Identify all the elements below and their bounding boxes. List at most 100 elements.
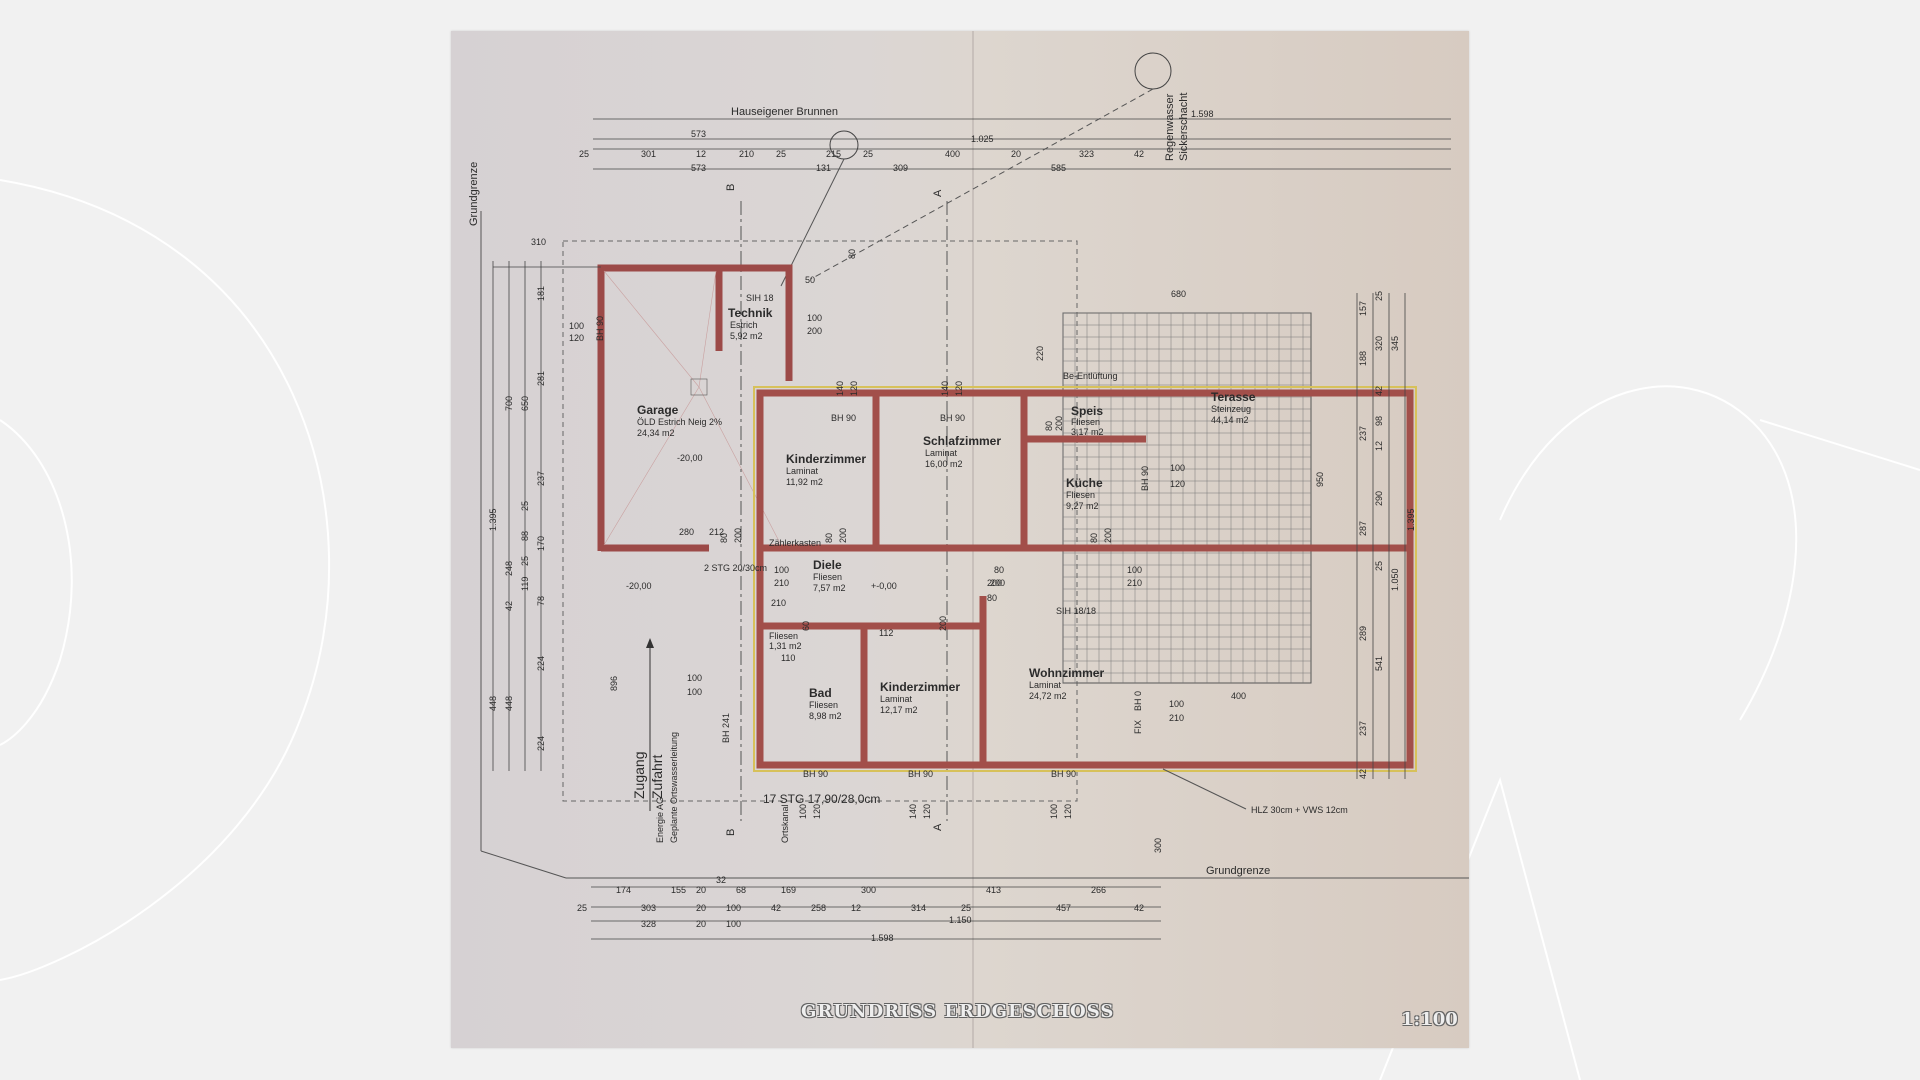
bottom-dim: 25 (961, 903, 971, 913)
room-name: Diele (813, 558, 842, 572)
svg-text:200: 200 (1054, 416, 1064, 431)
bottom-dim: 169 (781, 885, 796, 895)
left-dim: 248 (504, 561, 514, 576)
room-name: Küche (1066, 476, 1103, 490)
svg-text:140: 140 (908, 804, 918, 819)
sih1818-label: SIH 18/18 (1056, 606, 1096, 616)
svg-text:112: 112 (879, 628, 893, 638)
svg-text:100: 100 (798, 804, 808, 819)
top-dim: 573 (691, 163, 706, 173)
svg-text:200: 200 (838, 528, 848, 543)
top-dim: 400 (945, 149, 960, 159)
top-dim: 323 (1079, 149, 1094, 159)
room-floor: Steinzeug (1211, 404, 1251, 414)
room-area: 44,14 m2 (1211, 415, 1249, 425)
svg-text:280: 280 (679, 527, 694, 537)
svg-text:FIX: FIX (1133, 720, 1143, 734)
sewer-label: Ortskanal (780, 804, 790, 843)
energie-label: Energie AG (655, 797, 665, 843)
svg-text:60: 60 (801, 621, 811, 631)
top-dim: 25 (579, 149, 589, 159)
bottom-dim: 1.150 (949, 915, 972, 925)
svg-text:100: 100 (569, 321, 584, 331)
boundary-label-bottom: Grundgrenze (1206, 865, 1270, 877)
room-area: 24,34 m2 (637, 428, 675, 438)
top-dim: 25 (776, 149, 786, 159)
svg-text:BH 241: BH 241 (721, 713, 731, 743)
right-dim: 25 (1374, 291, 1384, 301)
svg-text:210: 210 (771, 598, 786, 608)
right-dim: 25 (1374, 561, 1384, 571)
svg-text:120: 120 (954, 381, 964, 396)
bottom-dim: 266 (1091, 885, 1106, 895)
top-dims: 1.598 573 1.025 25 301 12 210 25 215 25 … (579, 109, 1214, 173)
right-dim: 237 (1358, 721, 1368, 736)
svg-text:100: 100 (774, 565, 789, 575)
outside-level-label: -20,00 (626, 581, 652, 591)
right-dim: 1.050 (1390, 568, 1400, 591)
boundary-label-left: Grundgrenze (468, 162, 480, 226)
svg-text:A: A (932, 189, 944, 197)
svg-text:210: 210 (1127, 578, 1142, 588)
right-dim: 98 (1374, 416, 1384, 426)
vent-label: Be-Entlüftung (1063, 371, 1118, 381)
right-dim: 12 (1374, 441, 1384, 451)
stair-label: 17 STG 17,90/28,0cm (763, 792, 880, 806)
terrace-grid (1062, 312, 1312, 684)
room-area: 7,57 m2 (813, 583, 846, 593)
svg-text:300: 300 (1153, 838, 1163, 853)
section-markers: B A B A (725, 184, 944, 836)
house-walls (756, 389, 1414, 769)
roof-outline (562, 240, 1078, 802)
left-dim: 237 (536, 471, 546, 486)
misc-labels: SIH 18 SIH 18/18 Zählerkasten +-0,00 -20… (626, 293, 1118, 843)
svg-text:400: 400 (1231, 691, 1246, 701)
right-dim: 1.395 (1406, 508, 1416, 531)
top-dim: 309 (893, 163, 908, 173)
opening-dims: 100 120 BH 90 140 120 BH 90 140 120 BH 9… (569, 249, 1325, 853)
well-circle (829, 130, 859, 160)
svg-text:80: 80 (1089, 533, 1099, 543)
left-dim: 170 (536, 536, 546, 551)
svg-text:A: A (932, 823, 944, 831)
svg-text:100: 100 (1049, 804, 1059, 819)
svg-text:B: B (725, 184, 737, 191)
top-dim: 131 (816, 163, 831, 173)
left-dim: 650 (520, 396, 530, 411)
garage-level-label: -20,00 (677, 453, 703, 463)
insulation-lines (753, 386, 1417, 772)
top-dim: 585 (1051, 163, 1066, 173)
svg-text:200: 200 (987, 578, 1002, 588)
wall-leader (1162, 768, 1247, 810)
left-dim: 181 (536, 286, 546, 301)
bottom-dims: 174 155 20 32 68 169 300 413 266 25 303 … (577, 875, 1144, 943)
right-dim: 188 (1358, 351, 1368, 366)
bottom-dim: 32 (716, 875, 726, 885)
level-label: +-0,00 (871, 581, 897, 591)
svg-text:950: 950 (1315, 472, 1325, 487)
bottom-dim: 155 (671, 885, 686, 895)
svg-text:120: 120 (812, 804, 822, 819)
bottom-dim: 303 (641, 903, 656, 913)
right-dim: 287 (1358, 521, 1368, 536)
right-dimension-lines (1356, 293, 1406, 779)
room-floor: Fliesen (1071, 417, 1100, 427)
bottom-dim: 42 (771, 903, 781, 913)
svg-text:210: 210 (1169, 713, 1184, 723)
left-dim: 281 (536, 371, 546, 386)
left-dim: 25 (520, 501, 530, 511)
svg-text:BH 90: BH 90 (803, 769, 828, 779)
bottom-dim: 1.598 (871, 933, 894, 943)
room-floor: Laminat (786, 466, 819, 476)
svg-text:120: 120 (922, 804, 932, 819)
room-name: Kinderzimmer (786, 452, 866, 466)
room-area: 24,72 m2 (1029, 691, 1067, 701)
shaft-label: Sickerschacht (1178, 93, 1190, 161)
bottom-dim: 300 (861, 885, 876, 895)
right-dim: 541 (1374, 656, 1384, 671)
svg-text:100: 100 (807, 313, 822, 323)
right-dim: 237 (1358, 426, 1368, 441)
svg-text:BH 90: BH 90 (1051, 769, 1076, 779)
meter-box-label: Zählerkasten (769, 538, 821, 548)
garage-walls (597, 264, 793, 552)
